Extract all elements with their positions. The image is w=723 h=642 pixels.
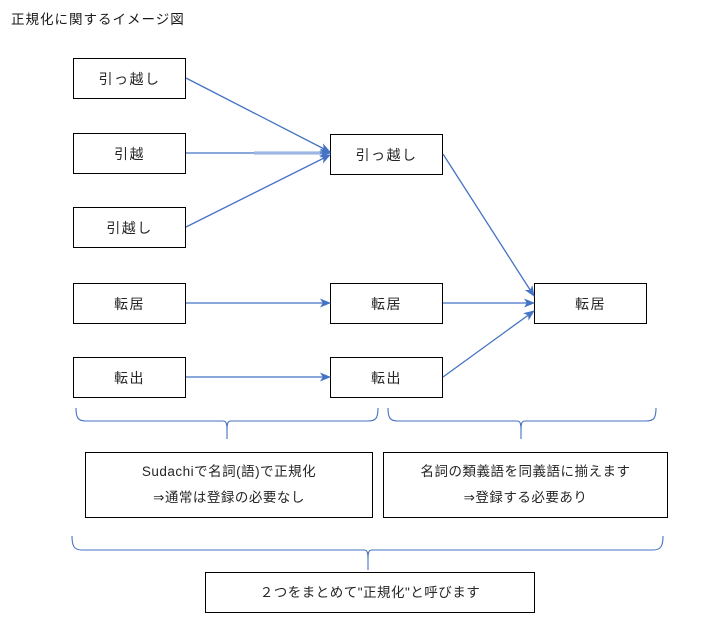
term-label: 転居 xyxy=(114,295,145,312)
brace-right-group xyxy=(387,407,657,439)
term-box-left-0: 引っ越し xyxy=(73,58,186,99)
arrow-hikoshi3-to-mid xyxy=(185,154,331,228)
arrow-mid-hikkoshi-to-right xyxy=(442,153,535,297)
term-box-left-3: 転居 xyxy=(73,283,186,324)
note-line: 名詞の類義語を同義語に揃えます xyxy=(420,464,631,479)
term-label: 引越し xyxy=(106,219,153,236)
brace-bottom-group xyxy=(71,535,664,570)
term-box-middle-0: 引っ越し xyxy=(330,134,443,175)
arrow-mid-tenshutsu-to-right xyxy=(442,310,535,378)
term-box-right-0: 転居 xyxy=(534,283,647,324)
arrow-hikkoshi1-to-mid xyxy=(185,77,331,153)
term-label: 引っ越し xyxy=(355,146,418,163)
note-line: ⇒通常は登録の必要なし xyxy=(153,490,305,505)
term-label: 転居 xyxy=(371,295,402,312)
note-box-1: 名詞の類義語を同義語に揃えます ⇒登録する必要あり xyxy=(383,452,668,518)
term-box-left-2: 引越し xyxy=(73,207,186,248)
term-box-left-1: 引越 xyxy=(73,133,186,174)
note-line: ⇒登録する必要あり xyxy=(463,490,588,505)
term-label: 転居 xyxy=(575,295,606,312)
brace-left-group xyxy=(75,407,379,439)
note-line: Sudachiで名詞(語)で正規化 xyxy=(141,464,317,479)
note-box-2: ２つをまとめて"正規化"と呼びます xyxy=(205,572,535,613)
term-label: 転出 xyxy=(114,369,145,386)
term-label: 引越 xyxy=(114,145,145,162)
term-box-left-4: 転出 xyxy=(73,357,186,398)
term-box-middle-1: 転居 xyxy=(330,283,443,324)
term-label: 転出 xyxy=(371,369,402,386)
diagram-title: 正規化に関するイメージ図 xyxy=(11,12,185,27)
note-box-0: Sudachiで名詞(語)で正規化 ⇒通常は登録の必要なし xyxy=(85,452,373,518)
term-label: 引っ越し xyxy=(98,70,161,87)
term-box-middle-2: 転出 xyxy=(330,357,443,398)
note-line: ２つをまとめて"正規化"と呼びます xyxy=(259,584,481,600)
